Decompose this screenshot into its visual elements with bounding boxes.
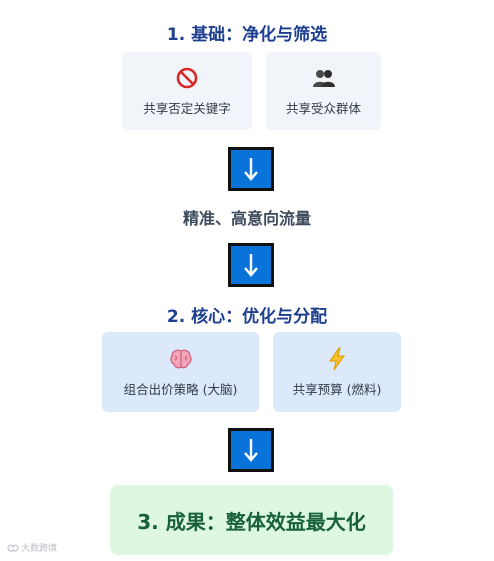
card-label: 共享预算 (燃料) (292, 381, 382, 397)
card-label: 共享受众群体 (285, 100, 361, 116)
down-arrow-icon (228, 147, 274, 191)
watermark-logo-icon (7, 544, 19, 552)
watermark: 大数跨境 (7, 541, 57, 554)
result-box: 3. 成果：整体效益最大化 (110, 485, 393, 555)
card-label: 共享否定关键字 (143, 100, 231, 116)
no-entry-icon (176, 66, 198, 90)
brain-icon (169, 347, 193, 371)
watermark-text: 大数跨境 (21, 544, 58, 554)
card-shared-negative-keywords: 共享否定关键字 (122, 52, 252, 130)
result-text: 3. 成果：整体效益最大化 (137, 509, 366, 534)
people-icon (312, 66, 336, 90)
traffic-label: 精准、高意向流量 (182, 209, 311, 228)
card-portfolio-bid-strategy: 组合出价策略 (大脑) (102, 332, 259, 412)
section-2-title: 2. 核心：优化与分配 (166, 307, 328, 327)
card-shared-budget: 共享预算 (燃料) (273, 332, 401, 412)
section-1-title: 1. 基础：净化与筛选 (166, 25, 328, 45)
card-label: 组合出价策略 (大脑) (123, 381, 238, 397)
lightning-icon (327, 347, 347, 371)
card-shared-audiences: 共享受众群体 (266, 52, 381, 130)
down-arrow-icon (228, 243, 274, 287)
down-arrow-icon (228, 428, 274, 472)
